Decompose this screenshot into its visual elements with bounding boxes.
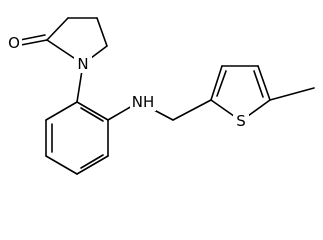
bond-c2-o-second [19, 34, 46, 41]
oxygen-atom: O [6, 34, 22, 52]
bond-t4-t5 [257, 65, 271, 101]
thiophene-inner-bond-2 [253, 70, 264, 98]
benzene-ring [45, 101, 109, 175]
nitrogen-label: N [77, 55, 88, 73]
molecule-structure: O N NH S [6, 17, 315, 175]
nitrogen-atom: N [74, 55, 92, 73]
aromatic-inner-bond-3 [80, 107, 104, 122]
carbonyl-double-bond [19, 34, 48, 46]
thiophene-ring [210, 65, 271, 122]
amine-linker [107, 99, 212, 121]
bond-c2-o [20, 39, 48, 46]
thiophene-inner-bond-1 [216, 70, 227, 97]
bond-b4-b5 [76, 155, 109, 175]
bond-c4-c5 [96, 17, 108, 47]
bond-methyl [269, 87, 315, 101]
bond-t2-t3 [210, 65, 223, 101]
sulfur-label: S [236, 112, 246, 130]
bond-c2-c3 [46, 17, 69, 41]
bond-b6-b1 [76, 101, 109, 121]
bond-b1-b2 [45, 101, 78, 121]
amine-atom: NH [130, 93, 156, 111]
amine-label: NH [132, 93, 155, 111]
sulfur-atom: S [233, 112, 249, 130]
aromatic-inner-bond-2 [80, 154, 104, 169]
bond-b3-b4 [45, 155, 78, 175]
oxygen-label: O [8, 34, 20, 52]
bond-ch2-thiophene [172, 99, 212, 121]
